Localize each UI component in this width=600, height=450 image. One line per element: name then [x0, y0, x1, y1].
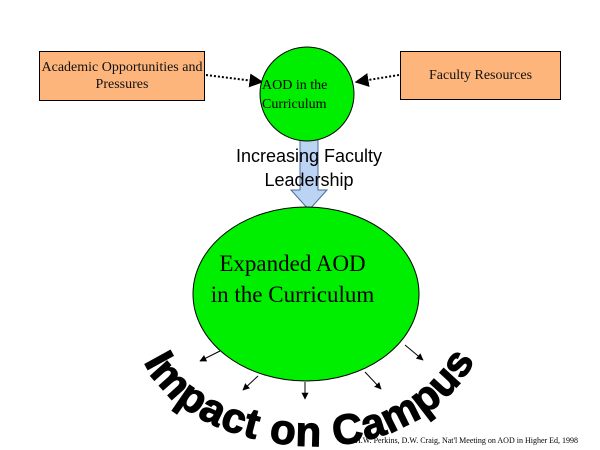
faculty-resources-label: Faculty Resources [428, 68, 533, 83]
expanded-aod-circle [192, 206, 420, 382]
impact-arrow-2 [242, 375, 259, 391]
credit-line: H.W. Perkins, D.W. Craig, Nat'l Meeting … [355, 436, 579, 445]
academic-opportunities-label: Academic Opportunities and Pressures [41, 60, 203, 92]
expanded-aod-label: Expanded AOD in the Curriculum [210, 251, 375, 307]
leadership-label: Increasing Faculty Leadership [235, 146, 383, 190]
aod-curriculum-circle [259, 46, 355, 142]
academic-opportunities-box: Academic Opportunities and Pressures [39, 51, 205, 101]
faculty-resources-box: Faculty Resources [400, 51, 561, 100]
leadership-block-arrow [289, 139, 329, 211]
impact-arrow-5 [404, 344, 424, 361]
edge-faculty-to-aod [354, 73, 400, 87]
impact-arrow-1 [199, 350, 221, 362]
aod-curriculum-label: AOD in the Curriculum [262, 78, 328, 112]
edge-academic-to-aod [205, 73, 264, 88]
impact-arrow-4 [364, 371, 382, 390]
